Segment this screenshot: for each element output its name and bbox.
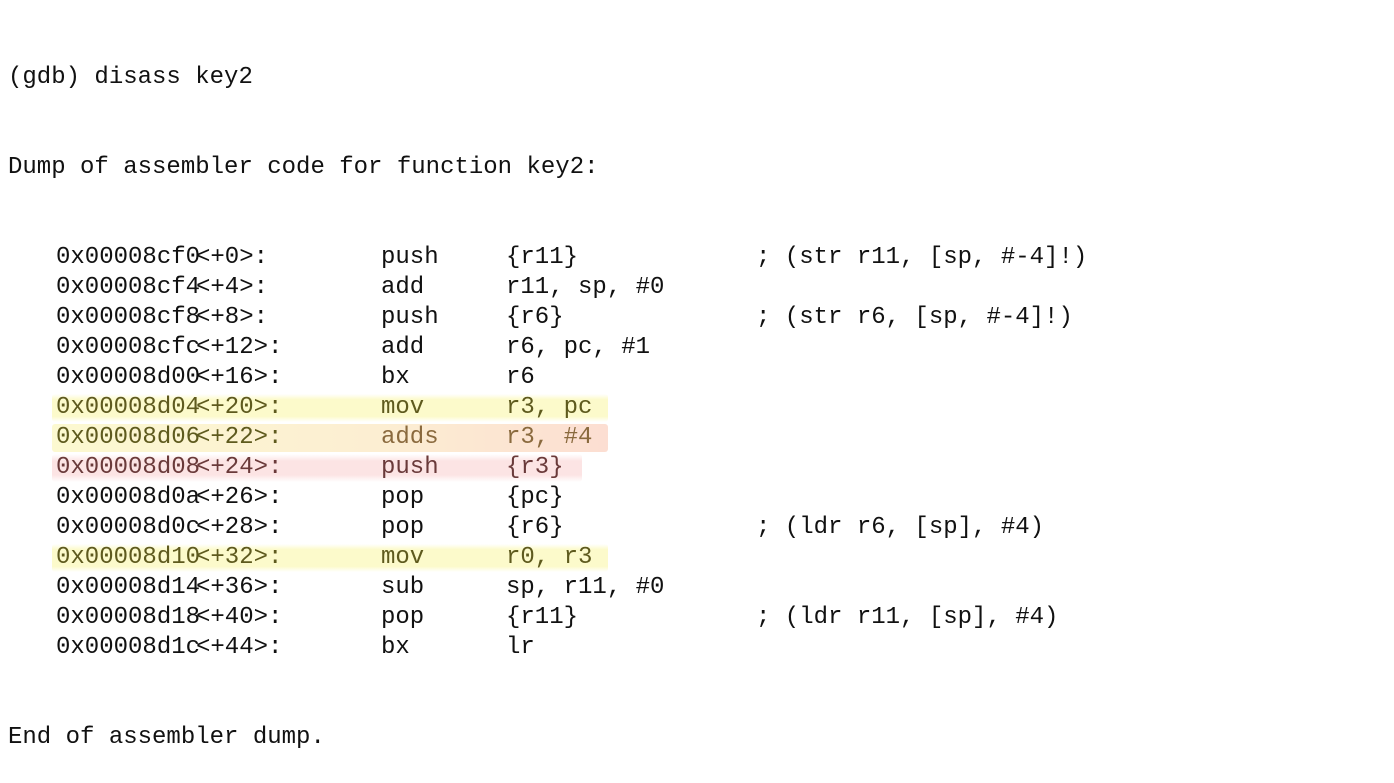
instruction-address: 0x00008cfc — [56, 334, 201, 361]
instruction-operands: {pc} — [506, 484, 564, 511]
instruction-row: 0x00008d18<+40>: pop {r11} ; (ldr r11, [sp]… — [8, 603, 1058, 633]
instruction-mnemonic: mov — [381, 394, 425, 421]
instruction-row: 0x00008d10<+32>: mov r0, r3 — [8, 543, 608, 573]
instruction-mnemonic: bx — [381, 634, 410, 661]
instruction-offset: <+16>: — [196, 364, 283, 391]
instruction-row: 0x00008cf8<+8>: push {r6} ; (str r6, [sp, #… — [8, 303, 1073, 333]
instruction-mnemonic: bx — [381, 364, 410, 391]
instruction-operands: {r3} — [506, 454, 564, 481]
instruction-offset: <+0>: — [196, 244, 269, 271]
instruction-address: 0x00008d06 — [56, 424, 201, 451]
instruction-address: 0x00008d0c — [56, 514, 201, 541]
instruction-row: 0x00008d14<+36>: sub sp, r11, #0 — [8, 573, 664, 603]
instruction-offset: <+32>: — [196, 544, 283, 571]
highlight-marker-pink — [52, 454, 582, 482]
dump-header-line: Dump of assembler code for function key2… — [8, 154, 599, 181]
instruction-mnemonic: pop — [381, 484, 425, 511]
instruction-address: 0x00008d18 — [56, 604, 201, 631]
instruction-row: 0x00008d04<+20>: mov r3, pc — [8, 393, 608, 423]
instruction-address: 0x00008d00 — [56, 364, 201, 391]
instruction-row: 0x00008cfc<+12>: add r6, pc, #1 — [8, 333, 650, 363]
instruction-row: 0x00008d08<+24>: push {r3} — [8, 453, 599, 483]
instruction-address: 0x00008d08 — [56, 454, 201, 481]
instruction-operands: {r11} — [506, 244, 579, 271]
instruction-operands: sp, r11, #0 — [506, 574, 665, 601]
instruction-comment: ; (ldr r11, [sp], #4) — [756, 604, 1059, 631]
instruction-mnemonic: push — [381, 454, 439, 481]
instruction-operands: r0, r3 — [506, 544, 593, 571]
instruction-operands: r3, pc — [506, 394, 593, 421]
instruction-offset: <+22>: — [196, 424, 283, 451]
instruction-row: 0x00008d0c<+28>: pop {r6} ; (ldr r6, [sp], … — [8, 513, 1044, 543]
instruction-operands: r6, pc, #1 — [506, 334, 651, 361]
instruction-offset: <+20>: — [196, 394, 283, 421]
instruction-mnemonic: pop — [381, 604, 425, 631]
instruction-mnemonic: mov — [381, 544, 425, 571]
instruction-offset: <+8>: — [196, 304, 269, 331]
instruction-operands: {r11} — [506, 604, 579, 631]
instruction-mnemonic: push — [381, 244, 439, 271]
dump-footer-line: End of assembler dump. — [8, 724, 325, 751]
instruction-offset: <+28>: — [196, 514, 283, 541]
instruction-row: 0x00008cf0<+0>: push {r11} ; (str r11, [sp,… — [8, 243, 1087, 273]
highlight-marker-yellow — [52, 394, 608, 422]
instruction-operands: r6 — [506, 364, 535, 391]
instruction-row: 0x00008d0a<+26>: pop {pc} — [8, 483, 599, 513]
instruction-mnemonic: add — [381, 334, 425, 361]
instruction-operands: lr — [506, 634, 535, 661]
instruction-operands: {r6} — [506, 304, 564, 331]
instruction-address: 0x00008cf8 — [56, 304, 201, 331]
instruction-operands: r3, #4 — [506, 424, 593, 451]
instruction-offset: <+4>: — [196, 274, 269, 301]
instruction-operands: r11, sp, #0 — [506, 274, 665, 301]
instruction-offset: <+40>: — [196, 604, 283, 631]
highlight-marker-orange — [52, 424, 608, 452]
instruction-operands: {r6} — [506, 514, 564, 541]
instruction-mnemonic: pop — [381, 514, 425, 541]
gdb-prompt-line: (gdb) disass key2 — [8, 64, 253, 91]
instruction-address: 0x00008cf0 — [56, 244, 201, 271]
instruction-comment: ; (str r11, [sp, #-4]!) — [756, 244, 1088, 271]
instruction-address: 0x00008d10 — [56, 544, 201, 571]
instruction-address: 0x00008d0a — [56, 484, 201, 511]
instruction-comment: ; (str r6, [sp, #-4]!) — [756, 304, 1073, 331]
instruction-comment: ; (ldr r6, [sp], #4) — [756, 514, 1045, 541]
instruction-address: 0x00008cf4 — [56, 274, 201, 301]
instruction-mnemonic: add — [381, 274, 425, 301]
instruction-offset: <+12>: — [196, 334, 283, 361]
instruction-list: 0x00008cf0<+0>: push {r11} ; (str r11, [sp,… — [8, 243, 1087, 663]
instruction-row: 0x00008d00<+16>: bx r6 — [8, 363, 599, 393]
instruction-offset: <+24>: — [196, 454, 283, 481]
instruction-offset: <+36>: — [196, 574, 283, 601]
instruction-offset: <+44>: — [196, 634, 283, 661]
instruction-offset: <+26>: — [196, 484, 283, 511]
gdb-terminal-output: (gdb) disass key2 Dump of assembler code… — [8, 3, 1087, 783]
instruction-row: 0x00008d06<+22>: adds r3, #4 — [8, 423, 608, 453]
instruction-mnemonic: adds — [381, 424, 439, 451]
instruction-address: 0x00008d04 — [56, 394, 201, 421]
instruction-address: 0x00008d1c — [56, 634, 201, 661]
instruction-address: 0x00008d14 — [56, 574, 201, 601]
instruction-mnemonic: push — [381, 304, 439, 331]
instruction-row: 0x00008d1c<+44>: bx lr — [8, 633, 599, 663]
instruction-mnemonic: sub — [381, 574, 425, 601]
instruction-row: 0x00008cf4<+4>: add r11, sp, #0 — [8, 273, 664, 303]
